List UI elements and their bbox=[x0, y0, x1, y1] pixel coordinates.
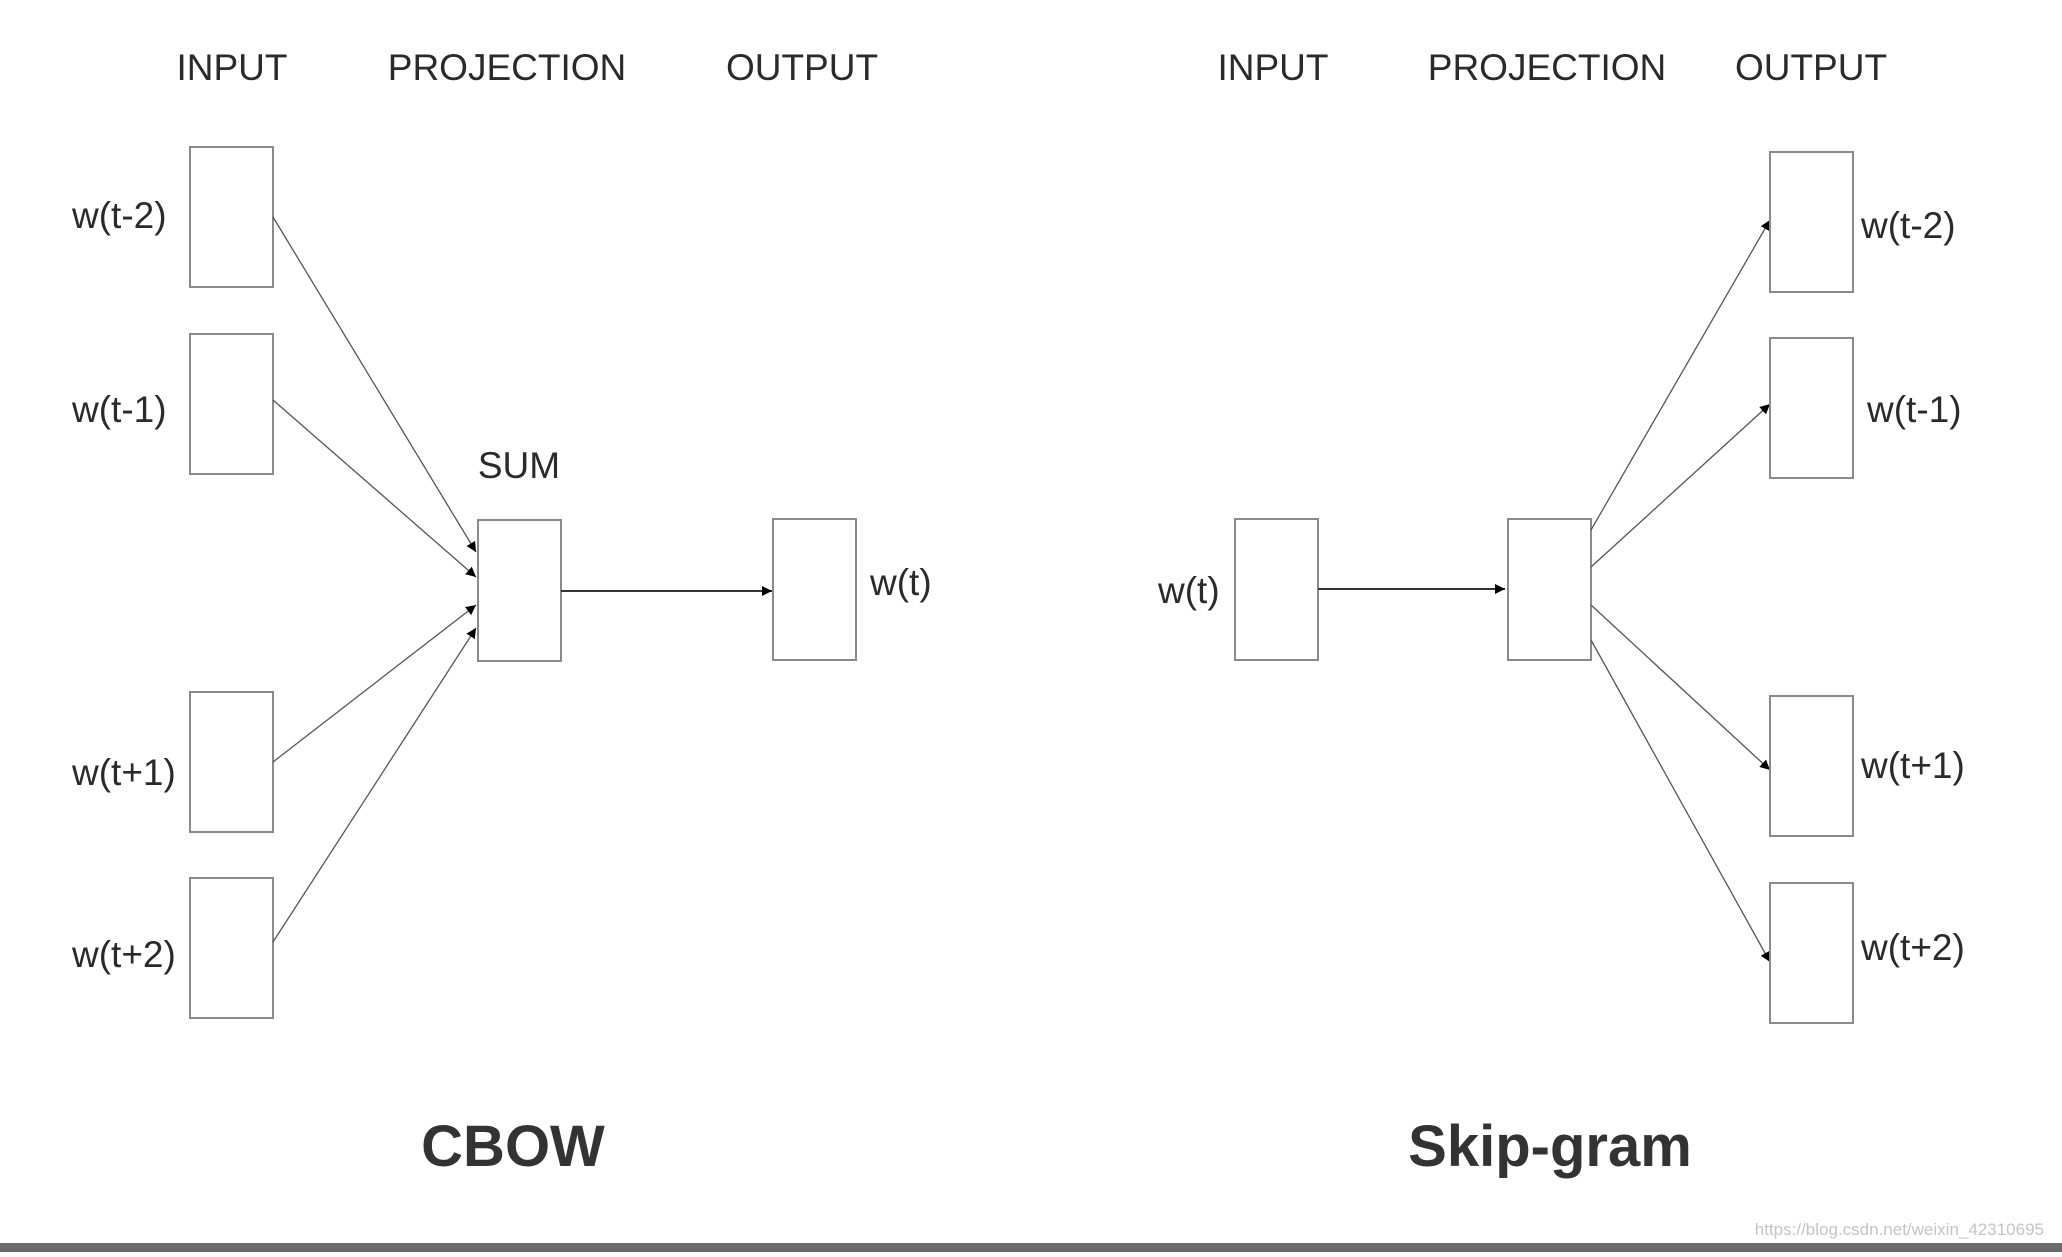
skipgram-edge-4 bbox=[1590, 639, 1771, 963]
cbow-input-box-1 bbox=[189, 146, 274, 288]
cbow-edge-4 bbox=[272, 627, 477, 943]
cbow-input-box-3 bbox=[189, 691, 274, 833]
skipgram-output-label-1: w(t-2) bbox=[1860, 205, 1956, 246]
skipgram-output-header: OUTPUT bbox=[1735, 47, 1887, 88]
cbow-input-label-4: w(t+2) bbox=[71, 934, 176, 975]
cbow-input-box-4 bbox=[189, 877, 274, 1019]
cbow-input-label-2: w(t-1) bbox=[71, 389, 167, 430]
cbow-edge-1 bbox=[272, 216, 477, 553]
cbow-projection-box bbox=[477, 519, 562, 662]
skipgram-output-box-1 bbox=[1769, 151, 1854, 293]
skipgram-output-label-2: w(t-1) bbox=[1866, 389, 1962, 430]
skipgram-output-box-3 bbox=[1769, 695, 1854, 837]
cbow-output-header: OUTPUT bbox=[726, 47, 878, 88]
skipgram-input-header: INPUT bbox=[1218, 47, 1329, 88]
cbow-diagram: INPUT PROJECTION OUTPUT w(t-2) w(t-1) w(… bbox=[71, 47, 932, 1179]
skipgram-edge-3 bbox=[1590, 604, 1771, 771]
skipgram-output-label-3: w(t+1) bbox=[1860, 745, 1965, 786]
skipgram-projection-box bbox=[1507, 518, 1592, 661]
skipgram-output-label-4: w(t+2) bbox=[1860, 927, 1965, 968]
watermark-text: https://blog.csdn.net/weixin_42310695 bbox=[1754, 1220, 2044, 1239]
cbow-output-label: w(t) bbox=[869, 562, 932, 603]
skipgram-title: Skip-gram bbox=[1408, 1114, 1692, 1179]
cbow-input-header: INPUT bbox=[177, 47, 288, 88]
cbow-edge-2 bbox=[272, 399, 477, 578]
skipgram-edge-2 bbox=[1590, 403, 1771, 568]
cbow-sum-label: SUM bbox=[478, 445, 560, 486]
cbow-output-box bbox=[772, 518, 857, 661]
skipgram-input-label: w(t) bbox=[1157, 570, 1220, 611]
cbow-input-label-3: w(t+1) bbox=[71, 752, 176, 793]
bottom-toolbar-strip bbox=[0, 1243, 2062, 1252]
cbow-edge-3 bbox=[272, 604, 477, 763]
skipgram-projection-header: PROJECTION bbox=[1428, 47, 1666, 88]
skipgram-edge-1 bbox=[1590, 219, 1771, 531]
cbow-input-box-2 bbox=[189, 333, 274, 475]
cbow-projection-header: PROJECTION bbox=[388, 47, 626, 88]
skipgram-diagram: INPUT PROJECTION OUTPUT w(t) w(t-2) w(t-… bbox=[1157, 47, 1965, 1179]
skipgram-input-box bbox=[1234, 518, 1319, 661]
cbow-title: CBOW bbox=[421, 1114, 605, 1179]
skipgram-output-box-2 bbox=[1769, 337, 1854, 479]
skipgram-output-box-4 bbox=[1769, 882, 1854, 1024]
cbow-input-label-1: w(t-2) bbox=[71, 195, 167, 236]
